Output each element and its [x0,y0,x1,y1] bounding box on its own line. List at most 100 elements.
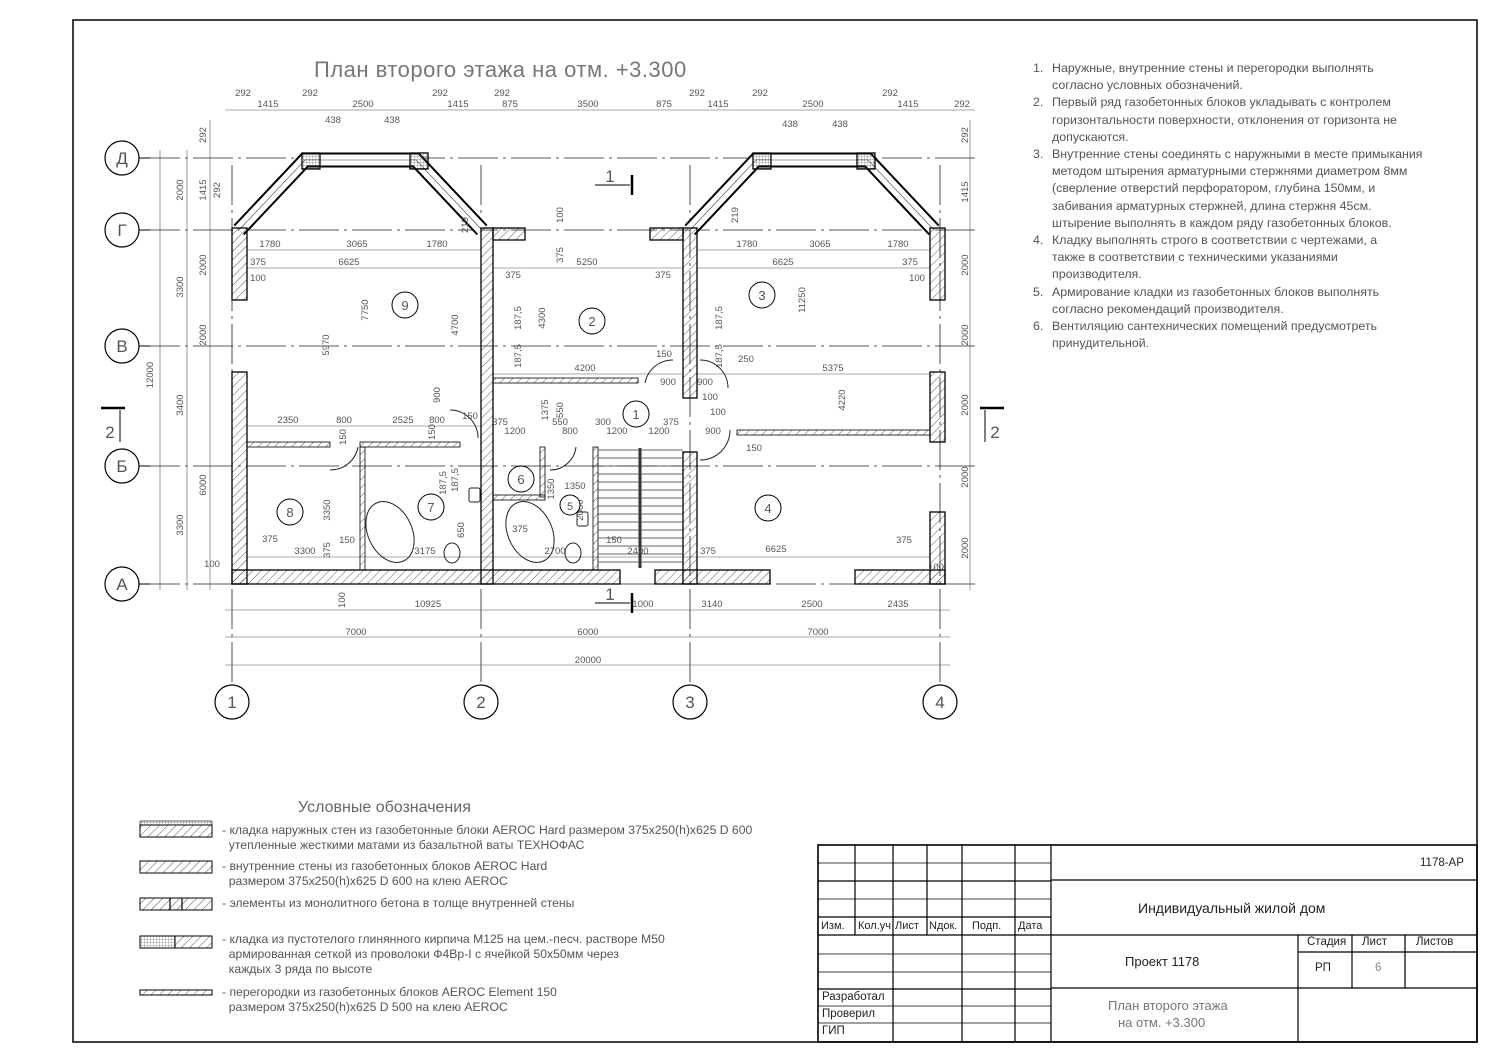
legend-line: каждых 3 ряда по высоте [222,962,373,976]
dimension-label: 3175 [414,546,435,557]
fixtures [329,359,731,564]
dimension-label: 3300 [175,276,186,297]
dimension-label: 375 [555,247,566,263]
grid-row-label: Б [116,457,127,476]
dimension-label: 100 [555,207,566,223]
dimension-label: 7750 [360,299,371,320]
dimension-label: 20000 [575,655,601,666]
revision-header: Дата [1018,920,1043,932]
room-tag [417,493,445,521]
dimension-label: 1780 [259,239,280,250]
grid-col-label: 4 [935,693,944,712]
sink-icon [576,511,589,527]
dimension-label: 438 [325,115,341,126]
note-line: Вентиляцию сантехнических помещений пред… [1052,319,1377,334]
dimension-label: 150 [606,535,622,546]
door-swing [699,429,731,461]
room-number: 4 [764,501,771,516]
note-line: (сверление отверстий перфоратором, глуби… [1052,181,1376,196]
dimension-label: 4300 [537,307,548,328]
dimension-label: 2000 [960,466,971,487]
dimension-label: 2000 [960,254,971,275]
dimension-label: 100 [204,559,220,570]
sheets-label: Листов [1416,936,1454,948]
dimension-label: 1780 [887,239,908,250]
plan-title: План второго этажа на отм. +3.300 [314,57,687,82]
legend-item: - внутренние стены из газобетонных блоко… [222,859,547,889]
section-label: 2 [990,423,999,442]
dimension-label: 3350 [322,499,333,520]
dimension-label: 2500 [352,99,373,110]
dimension-label: 11250 [797,287,808,313]
door-swing [699,359,729,389]
dimension-label: 5375 [822,363,843,374]
room-tag [578,307,606,335]
dimension-label: 6000 [198,474,209,495]
dimension-label: 6625 [765,544,786,555]
room-tag [559,494,581,516]
dimension-lines [159,109,975,666]
dimension-label: 2525 [392,415,413,426]
dimension-label: 900 [697,377,713,388]
dimension-label: 550 [555,402,566,418]
grid-bubble [214,684,250,720]
dimension-label: 3300 [175,514,186,535]
dimension-label: 292 [752,88,768,99]
dimension-label: 1200 [648,426,669,437]
legend-item: - кладка из пустотелого глинянного кирпи… [222,932,665,977]
legend-line: - перегородки из газобетонных блоков AER… [222,985,557,999]
dimension-label: 219 [460,217,471,233]
dimension-label: 1780 [426,239,447,250]
dimension-label: 187,5 [438,471,449,495]
room-tag [754,494,782,522]
dimension-label: 100 [909,273,925,284]
note-line: забивания арматурных стержней, длина сте… [1052,198,1372,213]
dimension-label: 900 [660,377,676,388]
dimension-label: 2500 [801,599,822,610]
dimension-label: 5970 [321,334,332,355]
bathtub-icon [365,501,415,563]
dimension-label: 375 [262,534,278,545]
dimension-label: 3065 [346,239,367,250]
dimension-label: 375 [896,535,912,546]
dimension-label: 2350 [277,415,298,426]
dimension-label: 2000 [575,499,586,520]
dimension-label: 2700 [544,546,565,557]
stage-label: Стадия [1307,936,1347,948]
revision-header: Лист [895,920,919,932]
dimension-label: 1415 [707,99,728,110]
legend-line: - элементы из монолитного бетона в толще… [222,896,575,910]
note-line: Первый ряд газобетонных блоков укладыват… [1052,95,1391,110]
dimension-label: 4200 [574,363,595,374]
dimension-label: 375 [902,257,918,268]
note-item: 3. Внутренние стены соединять с наружными… [1033,146,1473,232]
dimension-label: 100 [337,592,348,608]
dimension-label: 3300 [294,546,315,557]
note-line: Внутренние стены соединять с наружными в… [1052,147,1423,162]
note-item: 5.Армирование кладки из газобетонных бло… [1033,284,1473,318]
project-name: Проект 1178 [1125,954,1200,969]
room-number: 8 [286,505,293,520]
room-number: 6 [517,472,524,487]
room-number: 3 [758,288,765,303]
note-line: Наружные, внутренние стены и перегородки… [1052,61,1374,75]
general-notes: 1.Наружные, внутренние стены и перегород… [1033,60,1473,352]
dimension-label: 1415 [198,179,209,200]
note-number: 3. [1033,147,1044,162]
dimension-label: 800 [562,426,578,437]
dimension-label: 800 [429,415,445,426]
dimension-label: 292 [960,127,971,143]
door-swing [644,359,674,384]
legend-line: размером 375x250(h)x625 D 500 на клею AE… [222,1000,508,1014]
dimension-label: 375 [505,270,521,281]
room-tag [391,291,419,319]
room-tag [507,465,535,493]
dimension-label: 1415 [960,181,971,202]
dimension-label: 187,5 [513,306,524,330]
legend-line: - кладка наружных стен из газобетонные б… [222,823,753,837]
dimension-label: 2435 [887,599,908,610]
dimension-label: 150 [427,424,438,440]
dimension-label: 375 [492,417,508,428]
document-code: 1178-АР [1420,857,1464,869]
